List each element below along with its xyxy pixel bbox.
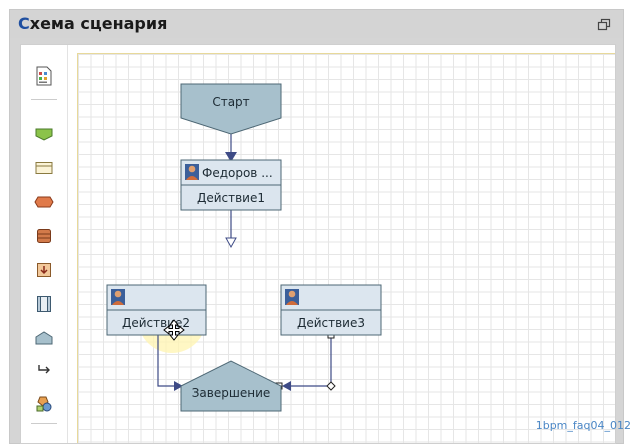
end-node[interactable]: Завершение bbox=[180, 360, 282, 412]
panel-header: Схема сценария bbox=[10, 10, 623, 38]
shapes-group-icon[interactable] bbox=[33, 393, 55, 415]
database-shape-icon[interactable] bbox=[33, 225, 55, 247]
green-start-shape-icon[interactable] bbox=[33, 123, 55, 145]
arrow-head-icon bbox=[174, 381, 183, 391]
connector-task2-to-end[interactable] bbox=[157, 334, 179, 387]
hexagon-shape-icon[interactable] bbox=[33, 191, 55, 213]
task1-node[interactable]: Федоров ... Действие1 bbox=[180, 159, 282, 211]
diagram-canvas[interactable]: Старт Федоров ... Действие1 bbox=[77, 53, 615, 443]
arrow-head-icon bbox=[282, 381, 291, 391]
move-cursor-icon bbox=[163, 319, 185, 341]
watermark: 1bpm_faq04_012 bbox=[535, 419, 631, 432]
start-node[interactable]: Старт bbox=[180, 83, 282, 135]
user-icon bbox=[285, 289, 299, 305]
connector-arrow-icon[interactable] bbox=[33, 359, 55, 381]
end-node-label: Завершение bbox=[192, 386, 271, 400]
editor-area: Старт Федоров ... Действие1 bbox=[20, 44, 616, 444]
open-arrow-head-icon bbox=[225, 237, 237, 249]
task3-label: Действие3 bbox=[297, 316, 365, 330]
pentagon-end-shape-icon[interactable] bbox=[33, 327, 55, 349]
palette-icon[interactable] bbox=[33, 65, 55, 87]
start-node-label: Старт bbox=[212, 95, 249, 109]
toolbar-separator bbox=[31, 423, 57, 424]
connector-task3-to-end[interactable] bbox=[290, 335, 332, 387]
shape-toolbar bbox=[21, 45, 68, 443]
task1-user-label: Федоров ... bbox=[202, 166, 273, 180]
task-box-shape-icon[interactable] bbox=[33, 157, 55, 179]
task3-node[interactable]: Действие3 bbox=[280, 284, 382, 336]
scenario-diagram: Старт Федоров ... Действие1 bbox=[106, 83, 382, 412]
frame-shape-icon[interactable] bbox=[33, 293, 55, 315]
task1-label: Действие1 bbox=[197, 191, 265, 205]
toolbar-separator bbox=[31, 99, 57, 100]
arrow-head-icon bbox=[225, 152, 237, 162]
scenario-panel: Схема сценария bbox=[9, 9, 624, 444]
task2-node[interactable]: Действие2 bbox=[106, 284, 207, 336]
panel-title: Схема сценария bbox=[18, 14, 168, 33]
subprocess-down-arrow-icon[interactable] bbox=[33, 259, 55, 281]
maximize-icon[interactable] bbox=[597, 17, 611, 31]
connector-handle[interactable] bbox=[326, 381, 336, 391]
user-icon bbox=[111, 289, 125, 305]
user-icon bbox=[185, 164, 199, 180]
